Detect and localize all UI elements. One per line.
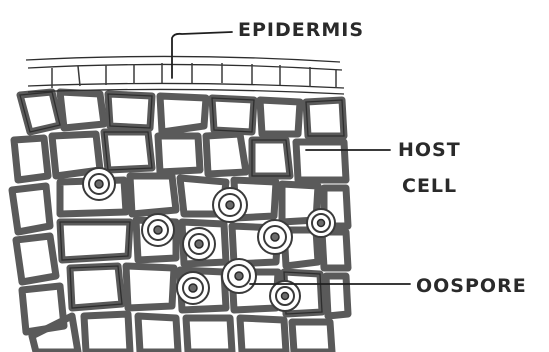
oospore — [270, 281, 300, 311]
oospore — [258, 220, 292, 254]
label-host-cell-line2: CELL — [402, 175, 457, 197]
host-tissue — [12, 92, 348, 352]
epidermis-layer — [26, 56, 344, 94]
oospore — [177, 272, 209, 304]
oospore — [307, 209, 335, 237]
label-oospore: OOSPORE — [416, 275, 527, 297]
labels: EPIDERMIS HOST CELL OOSPORE — [238, 19, 527, 297]
oospore — [83, 168, 115, 200]
oospore — [142, 214, 174, 246]
leader-epidermis — [172, 32, 232, 78]
oospore — [213, 188, 247, 222]
oospore — [183, 228, 215, 260]
label-host-cell-line1: HOST — [398, 139, 461, 161]
oospore — [222, 259, 256, 293]
label-epidermis: EPIDERMIS — [238, 19, 364, 41]
